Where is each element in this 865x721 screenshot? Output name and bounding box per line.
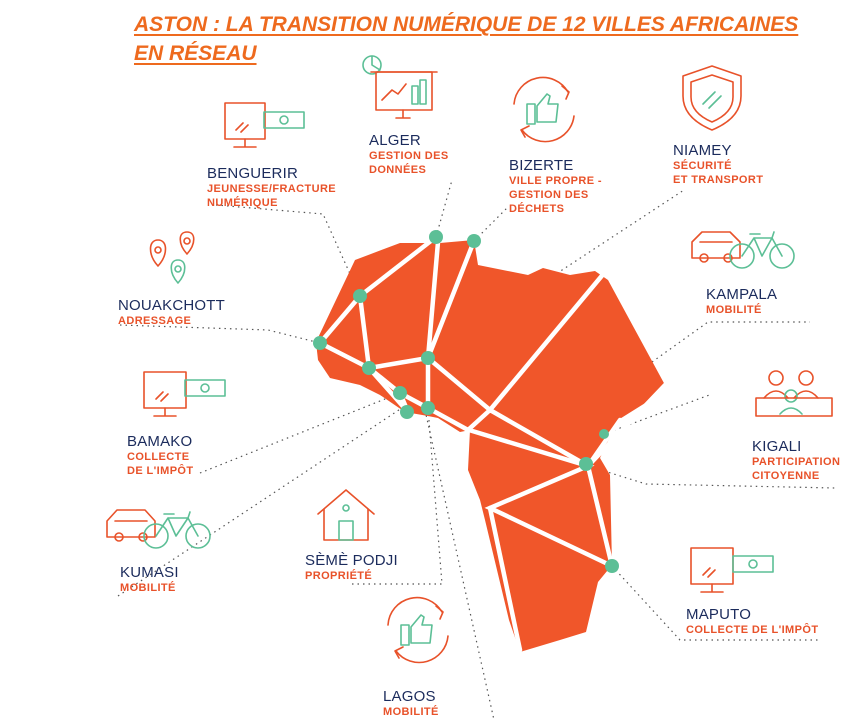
city-name: NIAMEY — [673, 142, 732, 159]
monitor-banknote-icon — [143, 371, 226, 417]
city-theme: ET TRANSPORT — [673, 174, 764, 186]
city-label-bamako: BAMAKO COLLECTE DE L'IMPÔT — [127, 433, 194, 478]
presentation-chart-icon — [362, 55, 438, 119]
city-theme: MOBILITÉ — [120, 582, 176, 594]
node-kampala — [599, 429, 609, 439]
node-bamako — [362, 361, 376, 375]
city-theme: COLLECTE — [127, 451, 190, 463]
city-name: SÈMÈ PODJI — [305, 552, 398, 569]
city-theme: PARTICIPATION — [752, 456, 841, 468]
location-pins-icon — [149, 231, 195, 284]
city-theme: JEUNESSE/FRACTURE — [207, 183, 337, 195]
city-label-nouakchott: NOUAKCHOTT ADRESSAGE — [118, 297, 225, 328]
node-lagos — [421, 401, 435, 415]
city-label-maputo: MAPUTO COLLECTE DE L'IMPÔT — [686, 606, 818, 637]
node-alger — [429, 230, 443, 244]
monitor-banknote-icon — [690, 547, 774, 593]
city-label-niamey: NIAMEY SÉCURITÉ ET TRANSPORT — [673, 142, 763, 187]
page-title: ASTON : LA TRANSITION NUMÉRIQUE DE 12 VI… — [134, 10, 798, 68]
thumbs-up-recycle-icon — [387, 596, 449, 664]
title-line-2: EN RÉSEAU — [134, 42, 257, 65]
city-label-kumasi: KUMASI MOBILITÉ — [120, 564, 179, 595]
city-name: NOUAKCHOTT — [118, 297, 225, 314]
city-theme: GESTION DES — [369, 150, 449, 162]
city-label-seme-podji: SÈMÈ PODJI PROPRIÉTÉ — [305, 552, 398, 583]
city-name: KUMASI — [120, 564, 179, 581]
city-label-alger: ALGER GESTION DES DONNÉES — [369, 132, 449, 177]
city-theme: CITOYENNE — [752, 470, 820, 482]
city-name: LAGOS — [383, 688, 436, 705]
node-maputo — [605, 559, 619, 573]
city-theme: NUMÉRIQUE — [207, 197, 278, 209]
city-theme: DE L'IMPÔT — [127, 465, 194, 477]
node-bizerte — [467, 234, 481, 248]
node-seme-podji — [400, 405, 414, 419]
title-line-1: ASTON : LA TRANSITION NUMÉRIQUE DE 12 VI… — [134, 13, 799, 36]
city-label-bizerte: BIZERTE VILLE PROPRE - GESTION DES DÉCHE… — [509, 157, 602, 216]
city-name: MAPUTO — [686, 606, 752, 623]
city-theme: PROPRIÉTÉ — [305, 570, 373, 582]
city-name: KAMPALA — [706, 286, 778, 303]
node-benguerir — [353, 289, 367, 303]
citizens-group-icon — [755, 370, 833, 417]
city-theme: COLLECTE DE L'IMPÔT — [686, 624, 819, 636]
city-name: ALGER — [369, 132, 421, 149]
city-label-kigali: KIGALI PARTICIPATION CITOYENNE — [752, 438, 840, 483]
city-theme: DÉCHETS — [509, 203, 565, 215]
city-label-kampala: KAMPALA MOBILITÉ — [706, 286, 777, 317]
city-theme: GESTION DES — [509, 189, 589, 201]
node-nouakchott — [313, 336, 327, 350]
house-icon — [317, 489, 375, 541]
car-bicycle-icon — [691, 231, 795, 269]
city-name: BIZERTE — [509, 157, 574, 174]
thumbs-up-recycle-icon — [513, 76, 575, 143]
node-kumasi — [393, 386, 407, 400]
node-niamey — [421, 351, 435, 365]
city-nodes — [313, 230, 619, 573]
network-lines — [317, 234, 668, 653]
city-theme: SÉCURITÉ — [673, 160, 732, 172]
leader-lines — [117, 179, 836, 721]
city-name: BENGUERIR — [207, 165, 298, 182]
city-name: KIGALI — [752, 438, 802, 455]
city-theme: MOBILITÉ — [706, 304, 762, 316]
node-kigali — [579, 457, 593, 471]
city-theme: MOBILITÉ — [383, 706, 439, 718]
city-label-lagos: LAGOS MOBILITÉ — [383, 688, 439, 719]
city-name: BAMAKO — [127, 433, 193, 450]
monitor-banknote-icon — [224, 102, 305, 148]
city-theme: VILLE PROPRE - — [509, 175, 602, 187]
car-bicycle-icon — [106, 509, 211, 549]
city-label-benguerir: BENGUERIR JEUNESSE/FRACTURE NUMÉRIQUE — [207, 165, 336, 210]
africa-map — [316, 240, 665, 652]
city-theme: ADRESSAGE — [118, 315, 192, 327]
city-theme: DONNÉES — [369, 164, 427, 176]
shield-icon — [682, 65, 742, 131]
